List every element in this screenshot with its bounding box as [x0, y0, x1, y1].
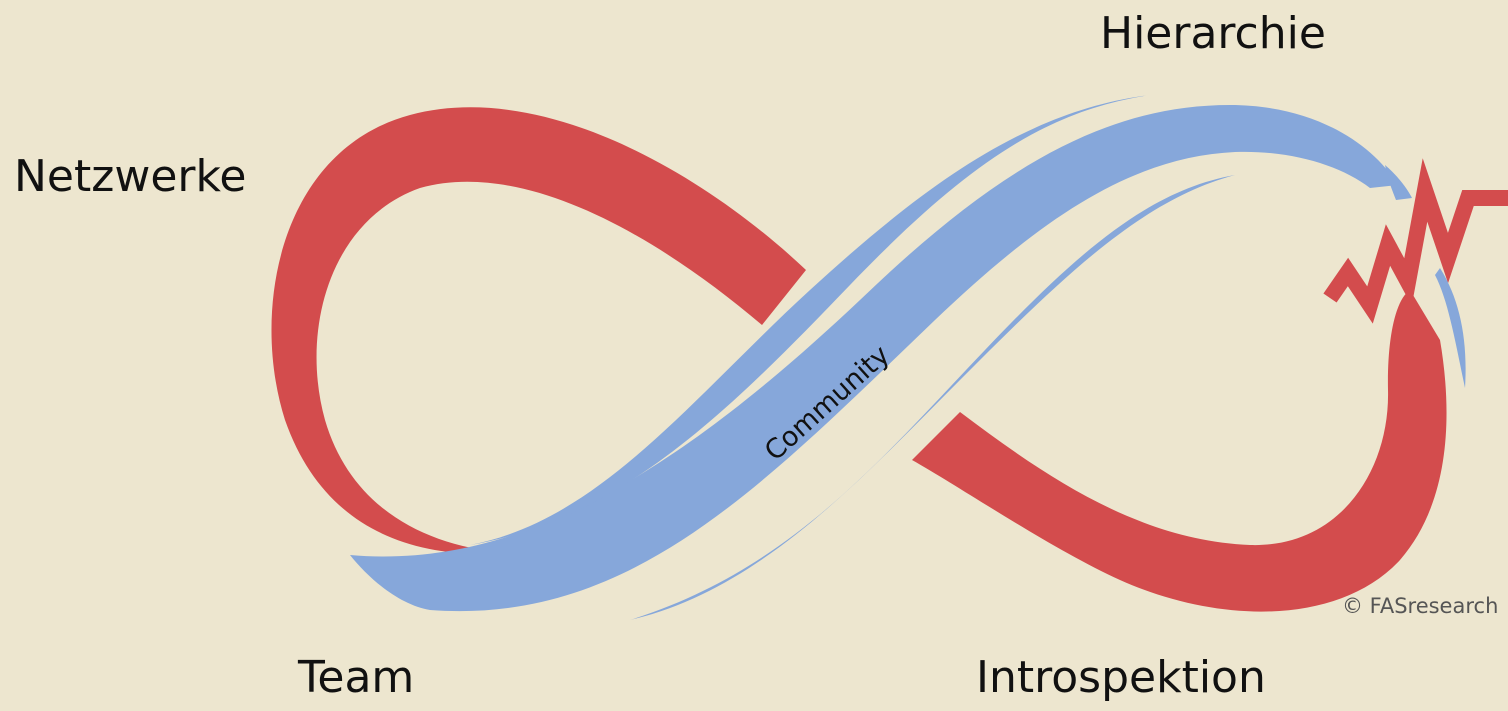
- netzwerke-label: Netzwerke: [14, 151, 247, 202]
- blue-right-tail-lower: [1435, 268, 1466, 388]
- hierarchie-label: Hierarchie: [1100, 8, 1326, 59]
- left-red-loop: [271, 107, 806, 554]
- blue-right-tail: [1385, 165, 1412, 200]
- introspektion-label: Introspektion: [976, 652, 1266, 703]
- team-label: Team: [298, 652, 415, 703]
- right-red-loop: [912, 290, 1447, 612]
- copyright-notice: © FASresearch: [1342, 594, 1499, 618]
- blue-upper-ribbon: [470, 95, 1150, 545]
- blue-main-band: [350, 105, 1398, 612]
- red-zigzag: [1323, 158, 1508, 324]
